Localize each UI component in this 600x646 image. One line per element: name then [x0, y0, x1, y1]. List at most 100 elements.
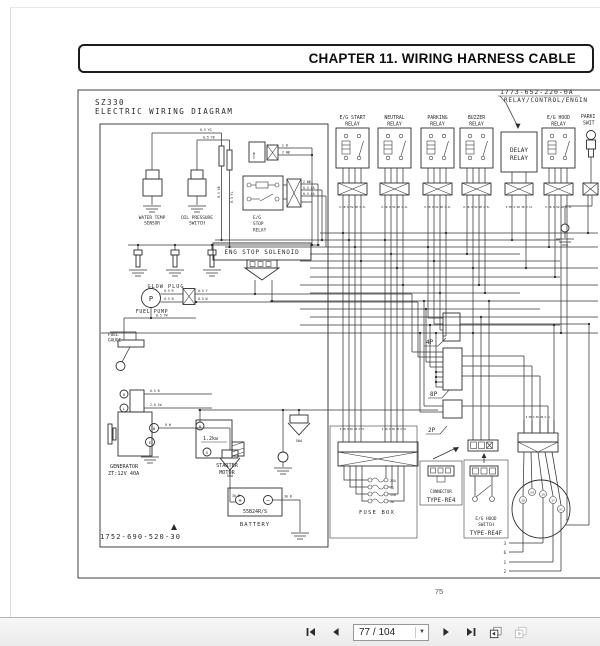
water-temp-sensor-label: WATER TEMP — [139, 215, 166, 221]
svg-text:SWITCH: SWITCH — [189, 221, 205, 227]
svg-text:STOP: STOP — [253, 221, 264, 227]
wiring-diagram: SZ330 ELECTRIC WIRING DIAGRAM 1773-652-2… — [77, 88, 600, 579]
hood-switch-label: E/G HOOD — [475, 516, 497, 522]
relay-label: E/G HOOD — [547, 115, 570, 121]
parking-switch: PARKI SWIT — [581, 114, 599, 204]
fuel-gauge: FUEL GAUGE — [108, 318, 145, 371]
battery: + − 55B24R/S BATTERY 30 B — [227, 487, 309, 540]
svg-text:50A: 50A — [296, 439, 303, 443]
previous-view-button[interactable] — [488, 624, 504, 640]
svg-text:0.5B 0.5W 2B 0.5L: 0.5B 0.5W 2B 0.5L — [381, 205, 408, 209]
svg-text:RELAY: RELAY — [430, 122, 445, 128]
svg-text:0.5 Y: 0.5 Y — [198, 289, 208, 293]
eng-stop-solenoid: ENG STOP SOLENOID — [212, 242, 312, 301]
water-temp-sensor: WATER TEMP SENSOR — [139, 133, 166, 227]
previous-view-icon — [489, 626, 502, 638]
last-page-button[interactable] — [463, 624, 479, 640]
diagram-title: SZ330 ELECTRIC WIRING DIAGRAM — [95, 98, 232, 116]
svg-text:3: 3 — [504, 541, 507, 546]
svg-text:0.5B 0.5W 2B 0.5L: 0.5B 0.5W 2B 0.5L — [526, 416, 551, 419]
round-connector-pins: 30 54 19 17 AC — [519, 488, 565, 513]
starter-motor: B 1.2kw S STARTER MOTOR — [195, 410, 245, 476]
svg-text:0.5 LA: 0.5 LA — [303, 186, 315, 190]
svg-text:19: 19 — [541, 493, 545, 497]
relay-connector — [422, 182, 453, 196]
relay-label: BUZZER — [468, 115, 485, 121]
svg-text:RELAY: RELAY — [469, 122, 484, 128]
first-page-button[interactable] — [303, 624, 319, 640]
next-page-button[interactable] — [438, 624, 454, 640]
relay-label: DELAY — [510, 147, 528, 154]
svg-text:0.5 YB: 0.5 YB — [203, 136, 215, 140]
harness-part-no-label: 1773-652-220-0A — [500, 88, 574, 96]
connector-2p: 2P — [426, 399, 463, 435]
svg-text:TYPE-RE4: TYPE-RE4 — [427, 497, 456, 504]
numbered-wires: 3 6 1 2 — [504, 497, 562, 574]
junction-dots — [136, 153, 591, 412]
svg-text:30: 30 — [521, 499, 525, 503]
fuse-3: 15A — [367, 491, 396, 497]
svg-text:50A: 50A — [227, 474, 234, 478]
battery-model-label: 55B24R/S — [243, 509, 267, 515]
svg-text:0.5 B: 0.5 B — [150, 389, 160, 393]
svg-text:S: S — [206, 450, 209, 455]
fuse-4: 5A — [367, 498, 394, 504]
svg-text:RELAY: RELAY — [253, 228, 267, 234]
svg-text:SWITCH: SWITCH — [478, 522, 494, 528]
svg-text:B: B — [153, 426, 156, 431]
generator-label: GENERATOR — [110, 464, 139, 470]
page-number-input[interactable] — [359, 626, 415, 638]
page-navigation: ▼ — [303, 618, 529, 646]
svg-text:MOTOR: MOTOR — [219, 470, 235, 476]
relay-label: E/G START — [340, 115, 366, 121]
svg-text:2: 2 — [504, 569, 507, 574]
relay-eg-start: E/G START RELAY 0.5B 0.5W 2B 0.5L — [335, 115, 370, 209]
harness-part-number: 1773-652-220-0A RELAY/CONTROL/ENGIN — [498, 88, 587, 129]
glow-plug-label: GLOW PLUG — [147, 284, 184, 290]
eng-stop-solenoid-label: ENG STOP SOLENOID — [224, 249, 299, 256]
svg-text:1: 1 — [504, 560, 507, 565]
connector-re4-label: CONNECTOR — [430, 489, 452, 494]
previous-page-button[interactable] — [328, 624, 344, 640]
relay-connector — [543, 182, 574, 196]
svg-text:SWIT: SWIT — [583, 121, 595, 127]
svg-text:2 WB: 2 WB — [282, 151, 290, 155]
diagram-part-number: 1752-690-520-30 — [100, 524, 180, 541]
leader-arrow — [505, 102, 519, 128]
svg-text:54: 54 — [530, 491, 534, 495]
svg-text:5A: 5A — [390, 500, 394, 504]
svg-text:AC: AC — [559, 508, 563, 512]
fuse-1: 25A — [367, 477, 396, 483]
last-page-icon — [467, 628, 476, 636]
relay-parking: PARKING RELAY 0.5B 0.5W 2B 0.5L — [420, 115, 455, 209]
svg-text:ZT:12V 40A: ZT:12V 40A — [108, 471, 140, 477]
next-view-button[interactable] — [513, 624, 529, 640]
svg-text:0.5B 0.5W 2B 0.5L: 0.5B 0.5W 2B 0.5L — [506, 205, 533, 209]
eg-stop-relay-label: E/G — [253, 215, 261, 221]
svg-text:15A: 15A — [390, 493, 396, 497]
oil-pressure-switch-label: OIL PRESSURE — [181, 215, 213, 221]
printed-page-number: 75 — [434, 587, 444, 596]
svg-text:5A: 5A — [390, 486, 394, 490]
svg-text:B: B — [199, 424, 202, 429]
round-connector: 0.5B 0.5W 2B 0.5L 30 54 19 17 AC — [504, 416, 571, 574]
fuel-pump: P 0.5 R 0.5 B 0.5 Y 0.5 W FUEL PUMP 0.5 … — [124, 288, 208, 319]
svg-text:RELAY: RELAY — [387, 122, 402, 128]
svg-text:0.5 YB: 0.5 YB — [217, 186, 221, 198]
svg-text:0.5 W: 0.5 W — [198, 297, 208, 301]
glow-plug: GLOW PLUG — [128, 244, 320, 290]
page-number-box[interactable]: ▼ — [353, 623, 429, 641]
component-box — [99, 123, 329, 548]
regulator: R L 0.5 B 2.0 LW — [119, 389, 212, 413]
dropdown-arrow-icon[interactable]: ▼ — [419, 629, 425, 635]
svg-text:0.5 R: 0.5 R — [164, 289, 174, 293]
starter-motor-label: STARTER — [216, 463, 239, 469]
eg-hood-switch: E/G HOOD SWITCH TYPE-RE4F — [463, 459, 509, 539]
relay-eg-hood: E/G HOOD RELAY 0.5B 0.5W 2B 0.5L — [541, 115, 576, 209]
relay-label: NEUTRAL — [384, 115, 404, 121]
svg-text:R: R — [123, 392, 126, 397]
svg-text:0.5 B: 0.5 B — [164, 297, 174, 301]
connector-4p-label: 4P — [426, 339, 434, 346]
svg-text:GAUGE: GAUGE — [108, 338, 122, 344]
previous-page-icon — [333, 628, 339, 636]
